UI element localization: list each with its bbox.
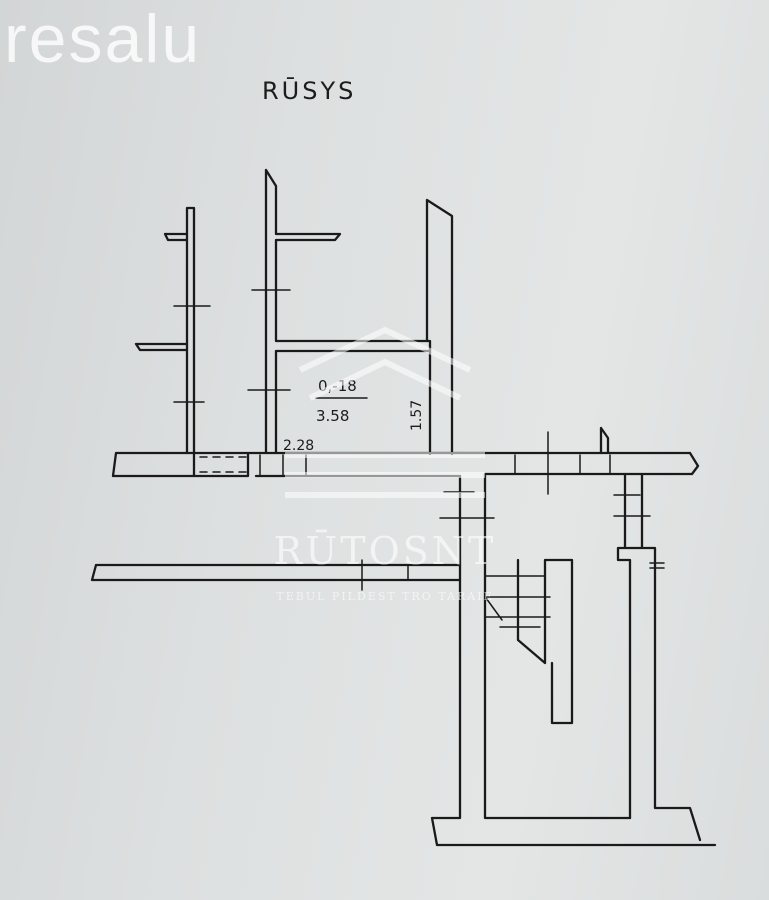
room-area: 3.58 (316, 407, 349, 425)
right-tall-wall (425, 198, 454, 456)
wall-stub (599, 426, 610, 454)
watermark-tagline: TEBUL PILDEST TRO TARAIE (276, 590, 493, 603)
stair-treads (485, 575, 551, 628)
middle-partition-wall (264, 168, 432, 455)
doorway-dashes (199, 456, 249, 473)
room-height-dimension: 1.57 (409, 400, 425, 431)
long-left-wall (90, 563, 462, 582)
left-partition-wall (134, 206, 196, 478)
wall-hatch-marks (259, 431, 611, 495)
watermark-name: RŪTOSNT (274, 529, 497, 573)
room-width-dimension: 2.28 (283, 438, 314, 454)
plan-title: RŪSYS (262, 76, 356, 105)
resalu-logo: resalu (4, 1, 201, 77)
right-vertical-wall (616, 472, 702, 842)
watermark-emblem (285, 326, 485, 498)
stair-wall (516, 558, 574, 725)
central-vertical-wall (430, 472, 717, 847)
